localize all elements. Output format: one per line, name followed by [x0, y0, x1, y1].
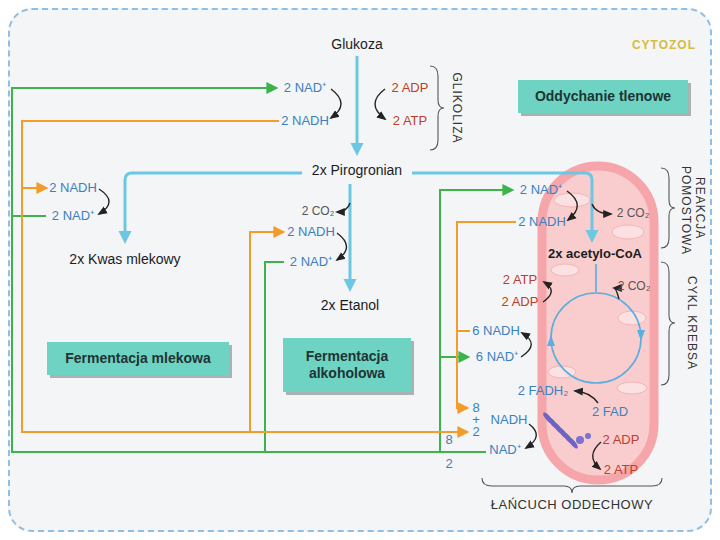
process-title: Oddychanie tlenowe	[535, 88, 671, 106]
byproduct-label: 2 CO₂	[618, 280, 651, 294]
stage-label: REAKCJA POMOSTOWA	[679, 166, 708, 250]
stage-label: ŁAŃCUCH ODDECHOWY	[491, 498, 653, 513]
energy-label: 2 ATP	[604, 463, 638, 478]
byproduct-label: 2 CO₂	[302, 205, 335, 219]
process-box: Oddychanie tlenowe	[518, 80, 688, 113]
count-number: 2	[445, 457, 452, 472]
cofactor-label: 2 NAD⁺	[284, 81, 326, 96]
cofactor-label: 6 NAD⁺	[476, 350, 518, 365]
cofactor-label: 2 NADH	[281, 114, 329, 129]
cofactor-label: 2 NADH	[287, 225, 335, 240]
process-box: Fermentacja mlekowa	[47, 342, 229, 375]
energy-label: 2 ATP	[503, 273, 537, 288]
cofactor-label: 2 NADH	[49, 181, 97, 196]
stage-label: GLIKOLIZA	[449, 72, 463, 143]
cofactor-label: 2 NAD⁺	[52, 209, 94, 224]
process-box: Fermentacja alkoholowa	[283, 338, 411, 392]
energy-label: 2 ADP	[603, 433, 640, 448]
process-title: Fermentacja mlekowa	[65, 350, 211, 368]
energy-label: 2 ADP	[502, 295, 539, 310]
process-title: Fermentacja alkoholowa	[289, 348, 405, 383]
cofactor-label: 2 FAD	[592, 405, 628, 420]
metabolite-label: 2x Kwas mlekowy	[69, 251, 180, 267]
cofactor-label: 2 NAD⁺	[290, 255, 332, 270]
byproduct-label: 2 CO₂	[617, 207, 650, 221]
metabolite-label: 2x acetylo-CoA	[548, 247, 642, 262]
metabolite-label: 2x Pirogronian	[312, 162, 402, 178]
stage-label: CYKL KREBSA	[684, 276, 698, 370]
cofactor-label: NAD⁺	[489, 443, 520, 458]
compartment-label: CYTOZOL	[632, 38, 696, 52]
energy-label: 2 ADP	[392, 81, 429, 96]
cofactor-label: 2 FADH₂	[518, 384, 569, 399]
count-number: 2	[472, 425, 479, 440]
count-number: 8	[445, 433, 452, 448]
cofactor-label: 2 NADH	[518, 215, 566, 230]
cofactor-label: 2 NAD⁺	[520, 183, 562, 198]
cofactor-label: 6 NADH	[472, 324, 520, 339]
metabolite-label: Glukoza	[331, 36, 382, 52]
metabolite-label: 2x Etanol	[321, 297, 379, 313]
cytosol-panel: CYTOZOL Oddychanie tlenoweFermentacja mle…	[8, 8, 712, 532]
cofactor-label: NADH	[491, 413, 528, 428]
energy-label: 2 ATP	[393, 114, 427, 129]
